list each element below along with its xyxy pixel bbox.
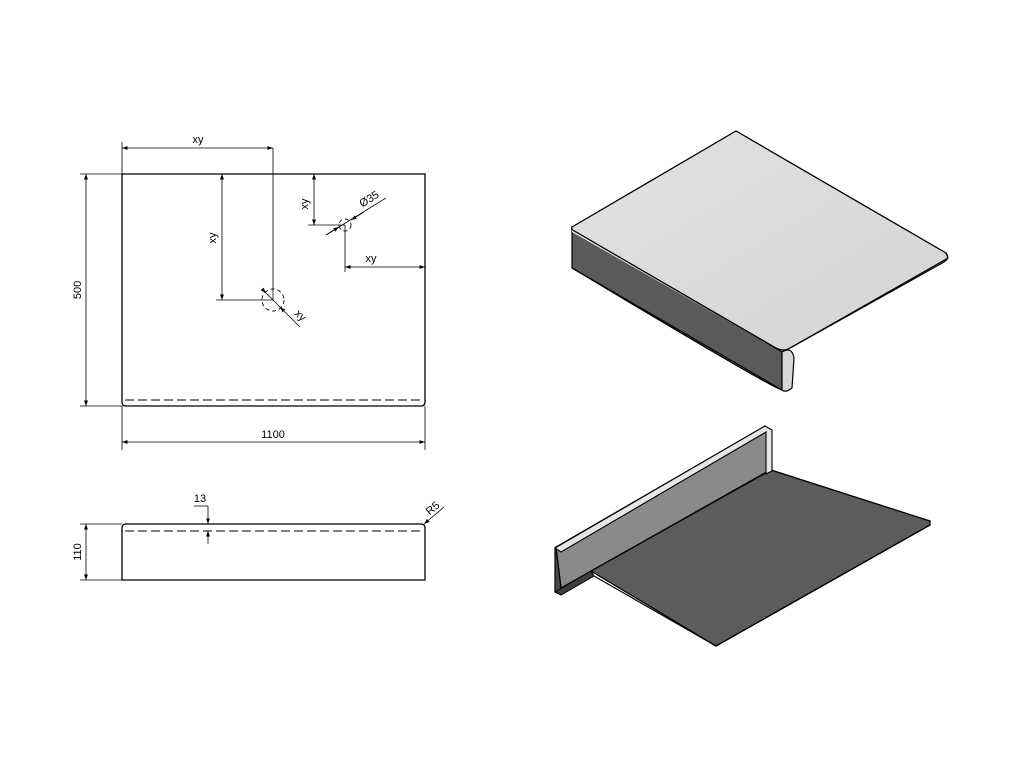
side-view-outline	[121, 523, 426, 581]
dim-bottom-width: 1100	[121, 406, 426, 450]
iso-top-flange-end	[781, 349, 795, 392]
top-view-outline	[121, 173, 426, 407]
iso-top-front-bottom-edge	[571, 267, 783, 391]
iso-top-bend	[572, 227, 790, 391]
top-view: xy 500 1100 xy xy	[72, 134, 426, 450]
dim-bottom-width-label: 1100	[261, 429, 285, 441]
dim-thickness: 13	[194, 493, 210, 544]
dim-thickness-label: 13	[194, 493, 206, 505]
dim-top-width: xy	[121, 134, 274, 300]
dim-left-height-label: 500	[72, 281, 84, 299]
hole-2: xy Ø35 xy	[299, 174, 425, 272]
hole-1: xy xy	[207, 174, 309, 328]
iso-bottom-plate-edge	[593, 524, 931, 647]
dim-hole2-horizontal-label: xy	[366, 253, 378, 265]
dim-side-height-label: 110	[72, 543, 84, 561]
dim-hole1-vertical-label: xy	[207, 232, 219, 244]
dim-top-width-label: xy	[193, 134, 205, 146]
iso-view-bottom	[553, 425, 931, 647]
dim-radius-label: R5	[424, 500, 442, 518]
iso-top-right-edge	[789, 252, 949, 349]
dim-hole2-vertical-label: xy	[299, 198, 311, 210]
side-view: 110 13 R5	[72, 493, 445, 581]
dim-left-height: 500	[72, 173, 122, 407]
iso-bottom-flange-lip	[553, 425, 773, 553]
iso-top-face	[570, 130, 949, 351]
dim-radius: R5	[423, 500, 445, 525]
dim-side-height: 110	[72, 523, 122, 581]
iso-view-top	[570, 130, 949, 392]
iso-bottom-underside	[589, 469, 931, 647]
dim-hole2-diameter-label: Ø35	[357, 189, 381, 210]
